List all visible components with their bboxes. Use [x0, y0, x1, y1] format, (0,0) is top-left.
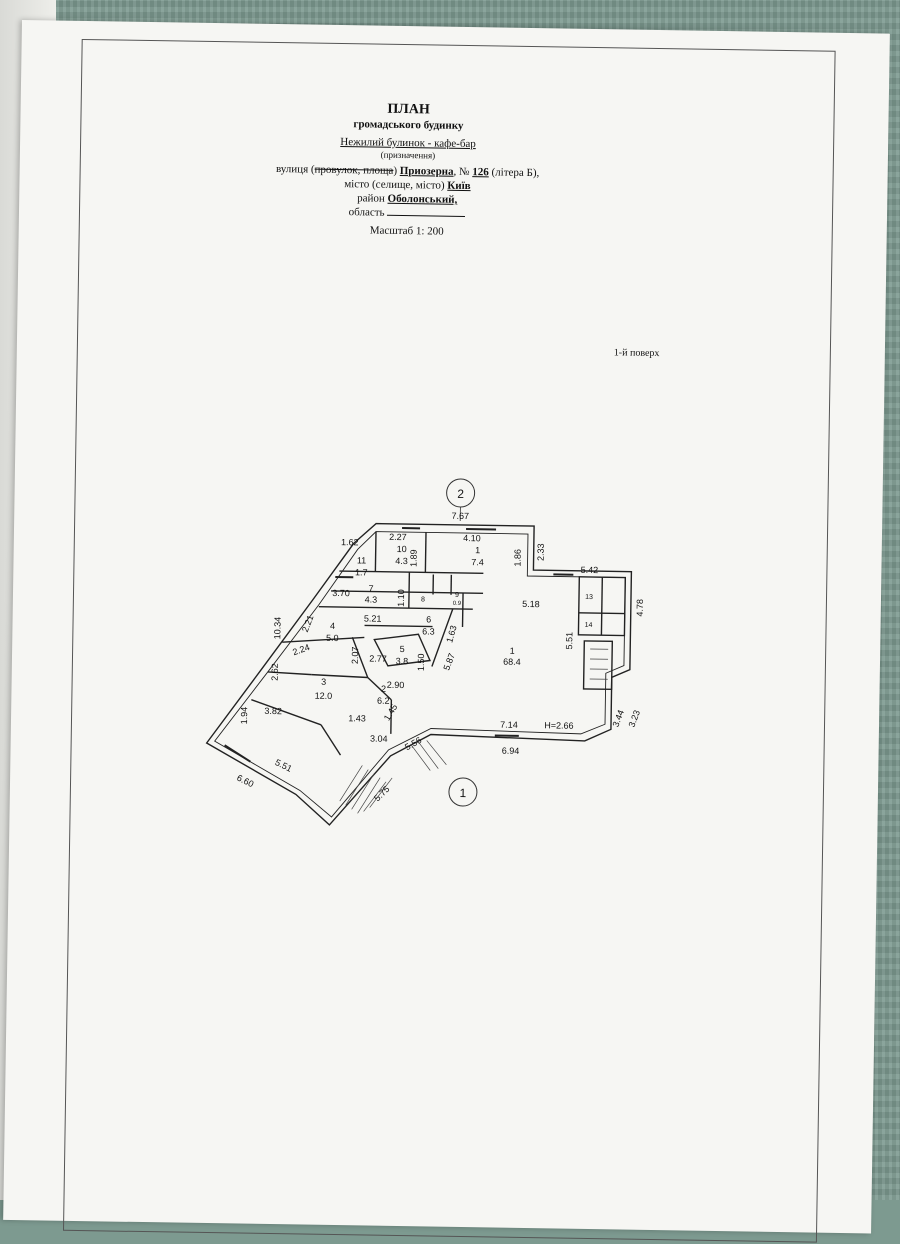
- room-8-number: 8: [421, 596, 425, 603]
- axis-label-2: 2: [457, 487, 464, 501]
- document-page: ПЛАН громадського будинку Нежилий булино…: [3, 20, 890, 1233]
- dim-277: 2.77: [369, 654, 387, 664]
- room-4-area: 5.0: [326, 633, 339, 643]
- floor-plan-drawing: 2 1 1 68.4 1 7.4 10 4.3 11 1.7 7 4.3 8 9…: [3, 20, 890, 1233]
- room-9-number: 9: [455, 592, 459, 599]
- dim-587: 5.87: [441, 652, 457, 672]
- dim-143: 1.43: [348, 713, 366, 723]
- room-1-top-number: 1: [475, 545, 480, 555]
- room-2-area: 6.2: [377, 696, 390, 706]
- dim-304: 3.04: [370, 734, 388, 744]
- dim-110: 1.10: [396, 589, 406, 607]
- room-height: H=2.66: [544, 720, 573, 730]
- room-6-area: 6.3: [422, 626, 435, 636]
- dim-382: 3.82: [264, 706, 282, 716]
- dim-344: 3.44: [610, 708, 626, 728]
- room-9-area: 0.9: [453, 601, 462, 607]
- dim-410: 4.10: [463, 533, 481, 543]
- room-1-top-area: 7.4: [471, 557, 484, 567]
- room-5-area: 3.8: [396, 656, 409, 666]
- room-10-number: 10: [397, 544, 407, 554]
- dim-221: 2.21: [300, 614, 316, 634]
- dim-551-b: 5.51: [274, 757, 294, 774]
- room-3-area: 12.0: [315, 691, 333, 701]
- dim-660: 6.60: [235, 773, 255, 790]
- dim-227: 2.27: [389, 532, 407, 542]
- room-7-number: 7: [369, 584, 374, 594]
- dim-521: 5.21: [364, 613, 382, 623]
- room-5-number: 5: [400, 644, 405, 654]
- dim-224: 2.24: [291, 642, 311, 657]
- dim-518: 5.18: [522, 599, 540, 609]
- room-1-area: 68.4: [503, 657, 521, 667]
- dim-189: 1.89: [408, 549, 418, 567]
- room-7-area: 4.3: [365, 594, 378, 604]
- dim-233: 2.33: [536, 543, 546, 561]
- dim-150: 1.50: [416, 654, 426, 672]
- room-2-number: 2: [381, 684, 386, 694]
- dim-478: 4.78: [635, 599, 645, 617]
- dim-207: 2.07: [350, 646, 360, 664]
- dim-542: 5.42: [581, 565, 599, 575]
- room-1-number: 1: [510, 646, 515, 656]
- dim-714: 7.14: [500, 720, 518, 730]
- dim-551: 5.51: [564, 632, 574, 650]
- dim-575: 5.75: [372, 784, 392, 803]
- dim-767: 7.67: [451, 511, 469, 521]
- room-14-number: 14: [585, 622, 593, 629]
- dim-262: 2.62: [270, 663, 280, 681]
- dim-194: 1.94: [239, 707, 249, 725]
- room-11-area: 1.7: [355, 567, 368, 577]
- dim-556: 5.56: [403, 735, 423, 752]
- room-6-number: 6: [426, 614, 431, 624]
- dim-186: 1.86: [512, 549, 522, 567]
- room-4-number: 4: [330, 621, 335, 631]
- room-3-number: 3: [321, 677, 326, 687]
- dim-370: 3.70: [332, 588, 350, 598]
- dim-1034: 10.34: [272, 617, 282, 640]
- room-10-area: 4.3: [395, 556, 408, 566]
- room-11-number: 11: [357, 555, 366, 565]
- room-13-number: 13: [585, 594, 593, 601]
- dim-694: 6.94: [502, 746, 520, 756]
- dim-162: 1.62: [341, 537, 359, 547]
- dim-323: 3.23: [626, 709, 642, 729]
- dim-290: 2.90: [387, 680, 405, 690]
- axis-label-1: 1: [459, 786, 466, 800]
